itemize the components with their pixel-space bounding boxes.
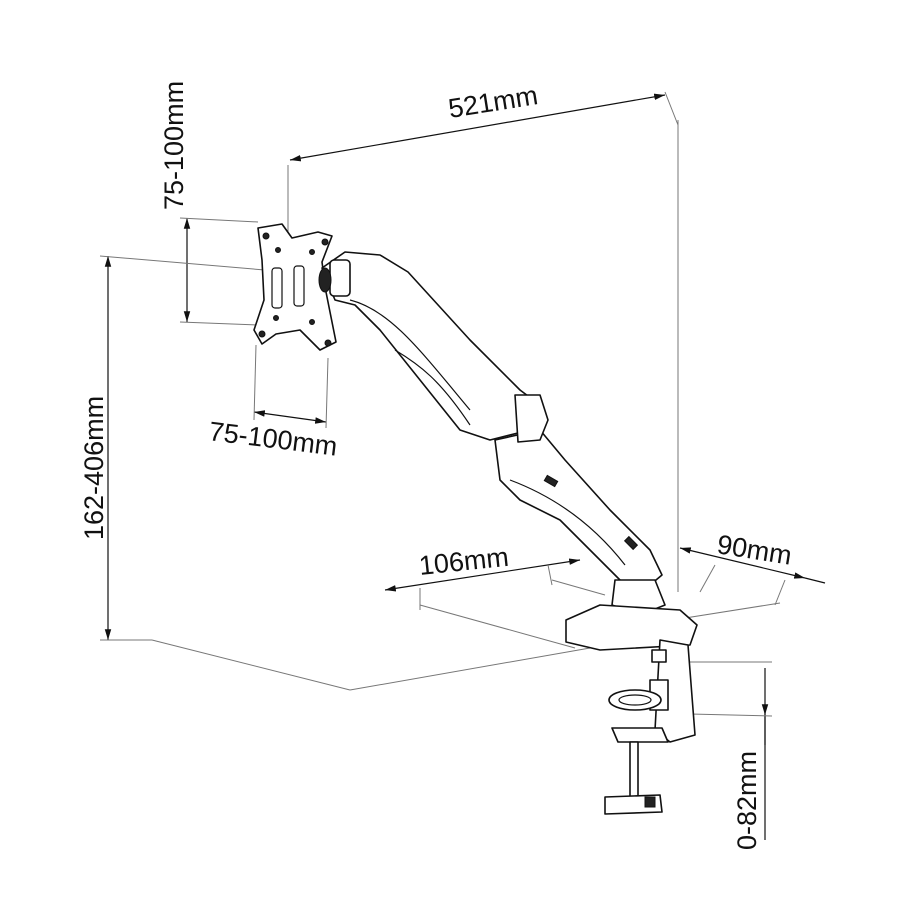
base-depth-dimension-label: 106mm [417,542,510,581]
dimension-lines [99,91,826,840]
desk-clamp [565,604,698,815]
clamp-range-dimension-label: 0-82mm [732,751,762,850]
height-range-dimension-label: 162-406mm [79,396,109,540]
vesa-plate [253,223,337,351]
vesa-horizontal-dimension-label: 75-100mm [207,416,339,462]
vesa-vertical-dimension-label: 75-100mm [159,81,189,210]
base-width-dimension-label: 90mm [715,529,794,570]
reach-dimension-label: 521mm [446,80,540,124]
